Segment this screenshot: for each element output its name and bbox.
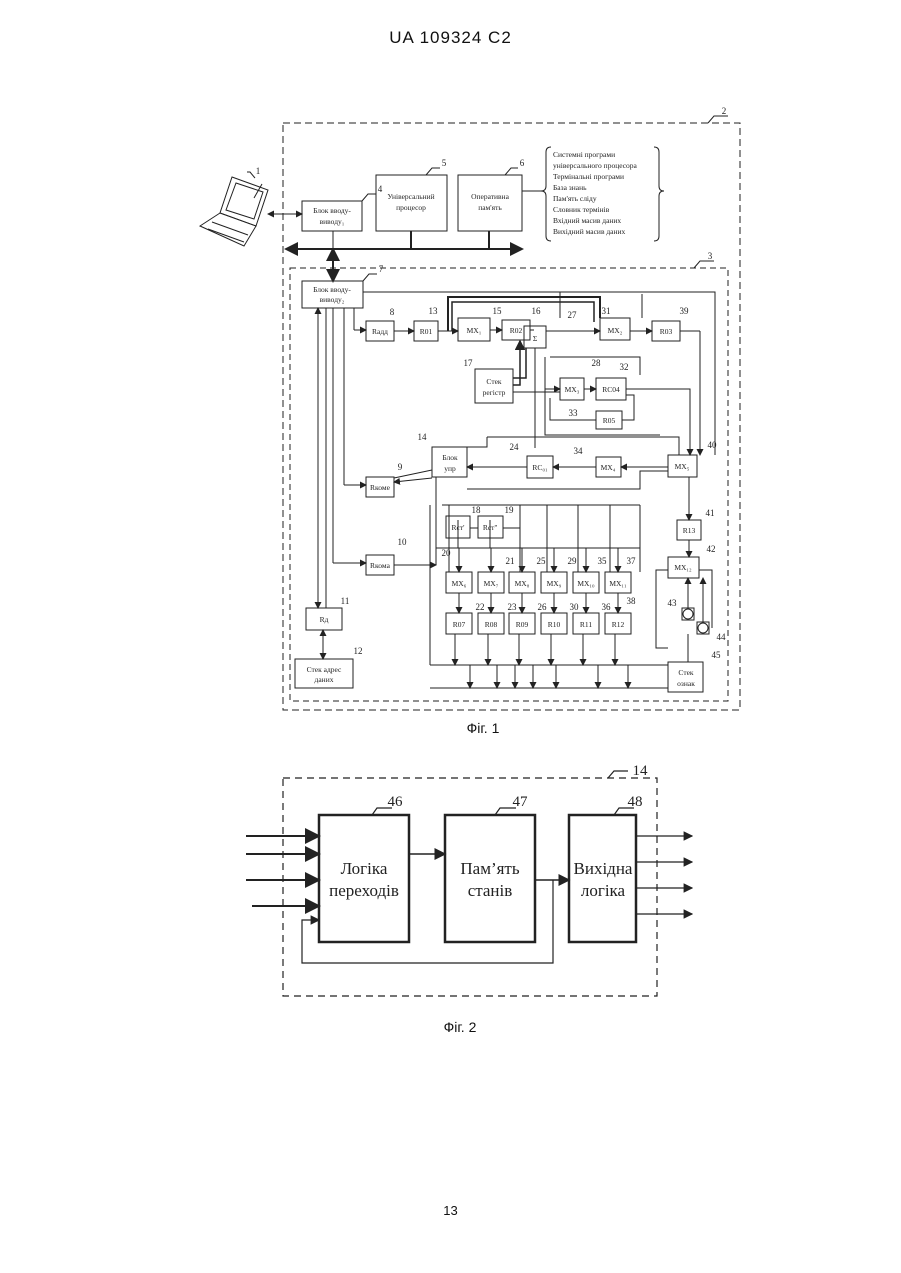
- figure-2-caption: Фіг. 2: [444, 1019, 477, 1035]
- state-memory-line1: Пам’ять: [460, 859, 519, 878]
- transition-logic-line2: переходів: [329, 881, 399, 900]
- transition-logic-line1: Логіка: [341, 859, 388, 878]
- output-logic-block: [569, 815, 636, 942]
- label-46: 46: [388, 794, 404, 810]
- state-memory-line2: станів: [468, 881, 513, 900]
- figure-2-diagram: 14 46 47 48 Логіка переходів Пам’ять ста…: [0, 0, 901, 1060]
- state-memory-block: [445, 815, 535, 942]
- label-47: 47: [513, 794, 529, 810]
- page-number: 13: [0, 1203, 901, 1218]
- transition-logic-block: [319, 815, 409, 942]
- output-logic-line2: логіка: [581, 881, 626, 900]
- output-logic-line1: Вихідна: [574, 859, 633, 878]
- label-48: 48: [628, 794, 643, 810]
- label-14-fig2: 14: [633, 763, 649, 779]
